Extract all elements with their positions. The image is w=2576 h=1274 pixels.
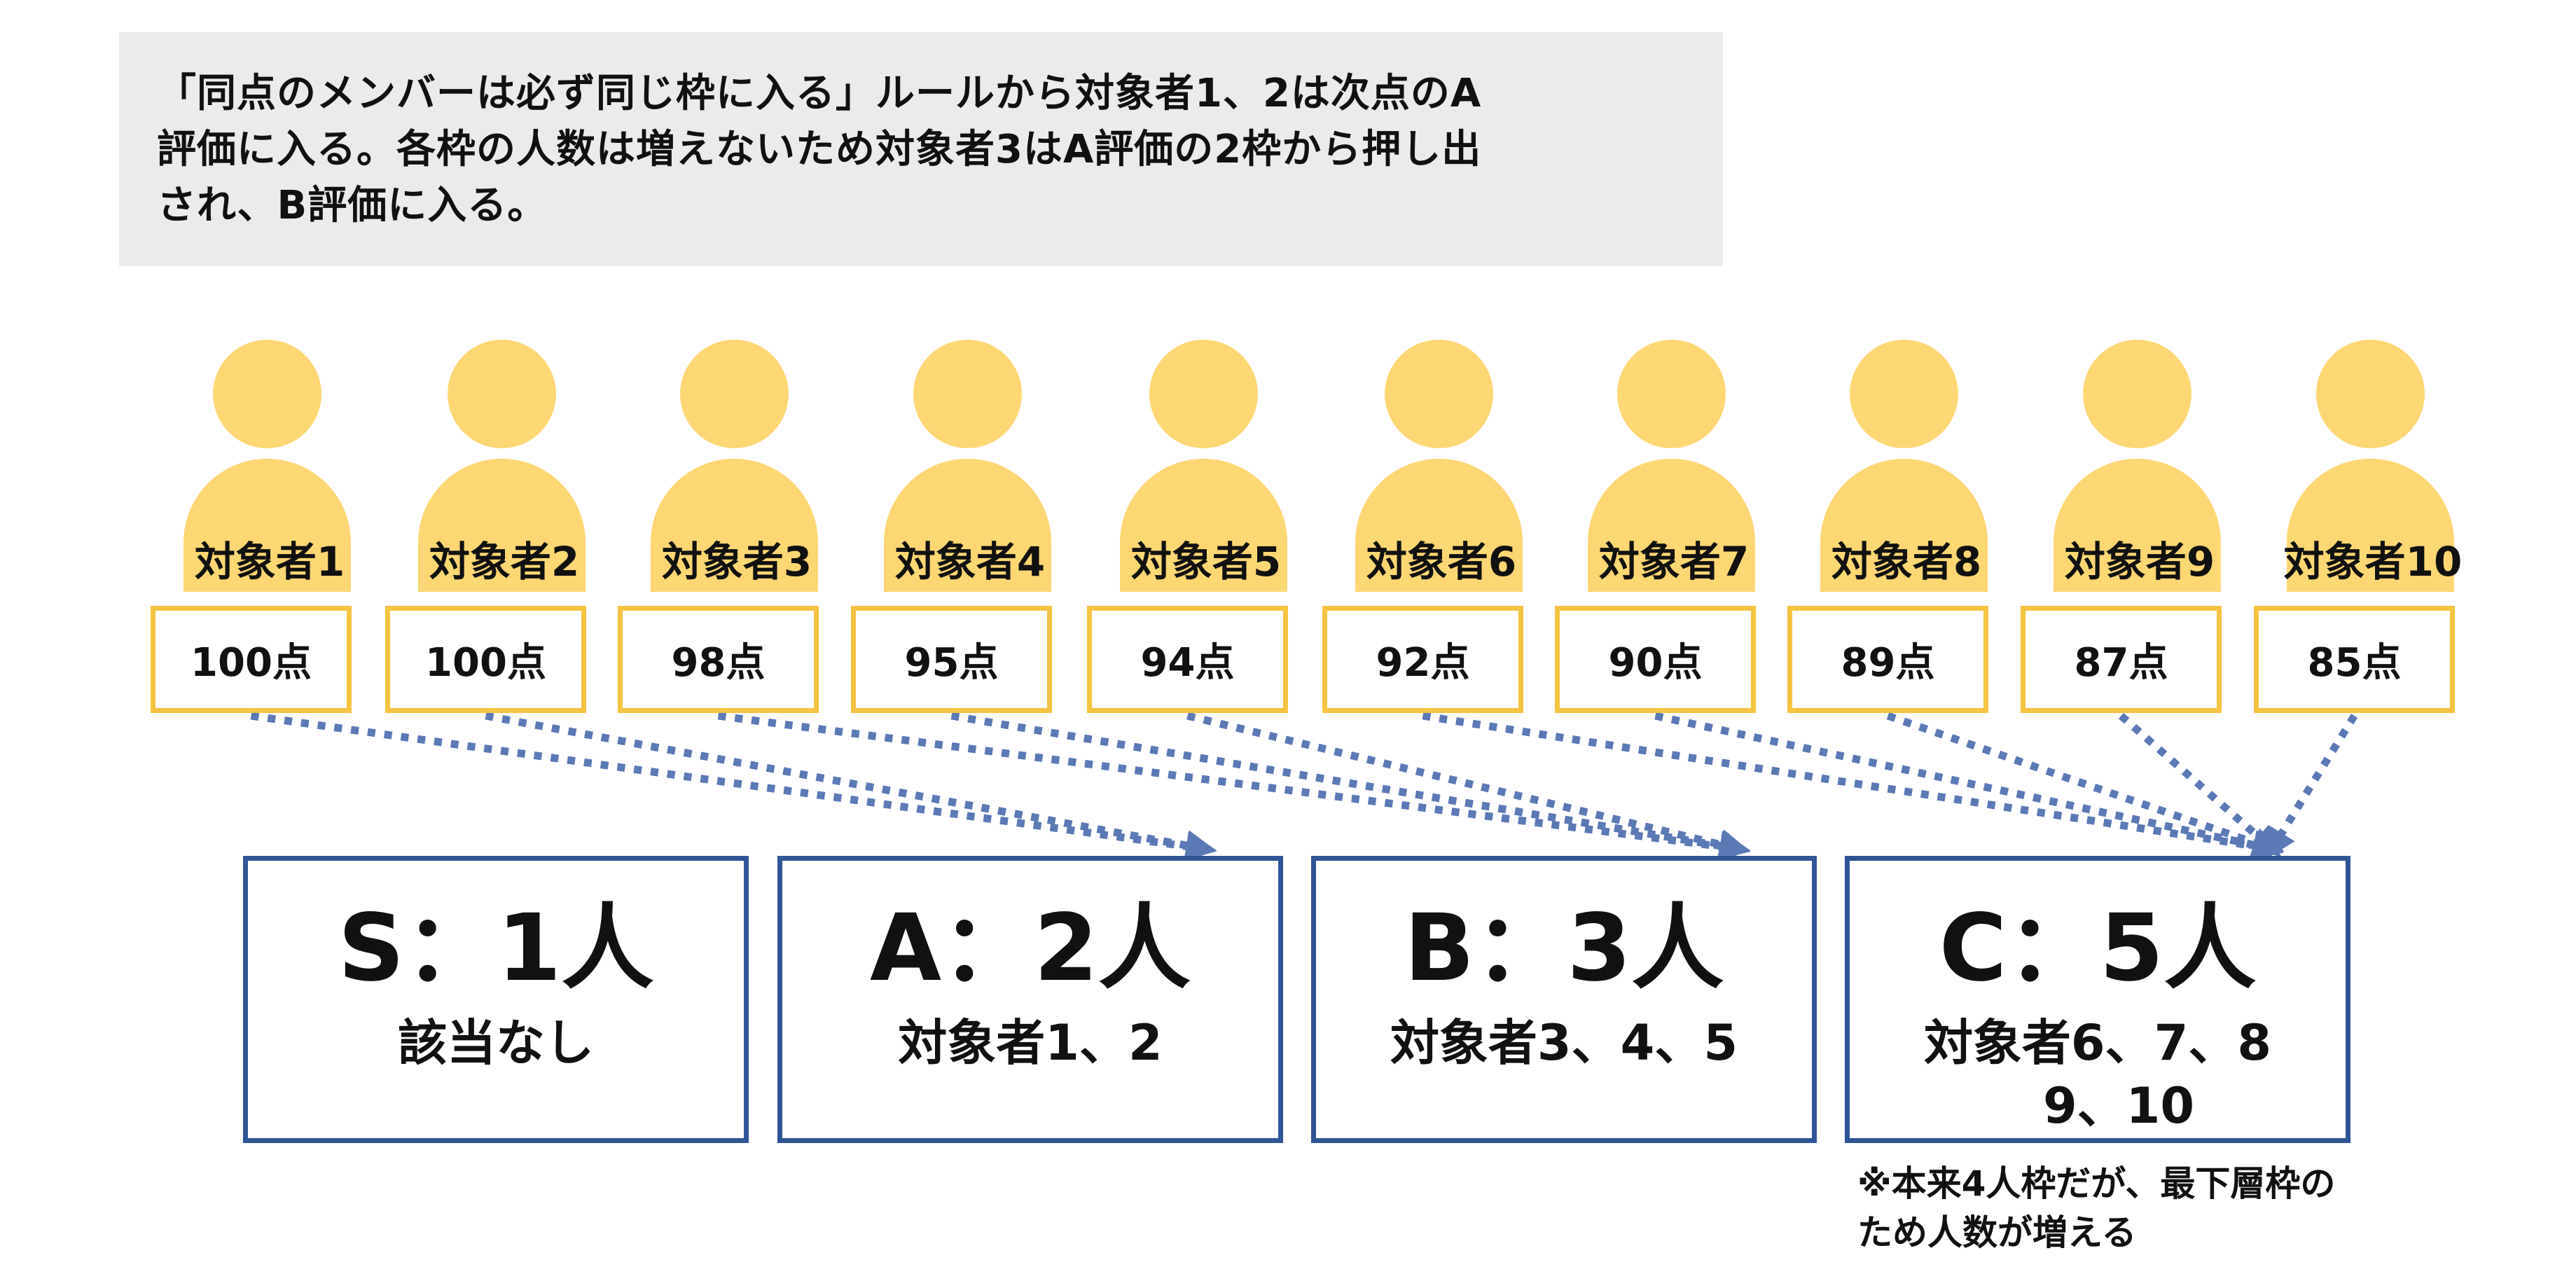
grade-member-line: 対象者1、2 bbox=[898, 1014, 1163, 1072]
person-icon-body bbox=[1820, 459, 1988, 592]
arrow-8-to-c bbox=[1886, 712, 2284, 858]
grade-members: 対象者1、2 bbox=[782, 1011, 1278, 1074]
person-icon-head bbox=[448, 340, 556, 448]
explanation-note: 「同点のメンバーは必ず同じ枠に入る」ルールから対象者1、2は次点のA 評価に入る… bbox=[119, 32, 1723, 266]
score-box: 94点 bbox=[1087, 606, 1288, 713]
person-label: 対象者1 bbox=[194, 538, 345, 586]
person-icon-head bbox=[1850, 340, 1958, 448]
grade-member-line: 対象者3、4、5 bbox=[1390, 1014, 1738, 1072]
score-box: 85点 bbox=[2254, 606, 2455, 713]
person-label: 対象者8 bbox=[1831, 538, 1982, 586]
score-box: 92点 bbox=[1322, 606, 1523, 713]
person-icon-body bbox=[651, 459, 818, 592]
grade-members: 対象者6、7、8 9、10 bbox=[1850, 1011, 2346, 1137]
score-box: 89点 bbox=[1787, 606, 1988, 713]
footnote-line: ※本来4人枠だが、最下層枠の bbox=[1857, 1163, 2336, 1204]
footnote: ※本来4人枠だが、最下層枠の ため人数が増える bbox=[1857, 1159, 2335, 1257]
note-line-3: され、B評価に入る。 bbox=[157, 183, 548, 228]
person-icon-body bbox=[1588, 459, 1755, 592]
arrow-3-to-b bbox=[717, 712, 1751, 862]
person-icon-body bbox=[884, 459, 1051, 592]
person-label: 対象者10 bbox=[2283, 538, 2463, 586]
person-label: 対象者2 bbox=[429, 538, 580, 586]
person-icon-body bbox=[1355, 459, 1523, 592]
score-box: 90点 bbox=[1555, 606, 1756, 713]
person-icon-head bbox=[1617, 340, 1726, 448]
grade-box-c: C：5人 対象者6、7、8 9、10 bbox=[1845, 856, 2350, 1143]
note-line-2: 評価に入る。各枠の人数は増えないため対象者3はA評価の2枠から押し出 bbox=[157, 127, 1482, 172]
score-box: 98点 bbox=[618, 606, 819, 713]
grade-box-a: A：2人 対象者1、2 bbox=[777, 856, 1283, 1143]
person-label: 対象者7 bbox=[1598, 538, 1750, 586]
grade-box-b: B：3人 対象者3、4、5 bbox=[1311, 856, 1817, 1143]
note-line-1: 「同点のメンバーは必ず同じ枠に入る」ルールから対象者1、2は次点のA bbox=[157, 71, 1482, 116]
score-box: 100点 bbox=[385, 606, 586, 713]
grade-title: S：1人 bbox=[338, 894, 654, 1002]
grade-title: A：2人 bbox=[869, 894, 1191, 1002]
person-icon-body bbox=[1120, 459, 1287, 592]
person-icon-head bbox=[680, 340, 789, 448]
person-icon-body bbox=[418, 459, 586, 592]
person-icon-head bbox=[1385, 340, 1493, 448]
arrow-10-to-c bbox=[2265, 714, 2358, 859]
person-icon-head bbox=[213, 340, 321, 448]
arrow-6-to-c bbox=[1422, 712, 2285, 861]
grade-title: B：3人 bbox=[1404, 894, 1724, 1002]
score-box: 87点 bbox=[2021, 606, 2222, 713]
footnote-line: ため人数が増える bbox=[1857, 1212, 2137, 1253]
grade-member-line: 該当なし bbox=[398, 1014, 594, 1072]
grade-box-s: S：1人 該当なし bbox=[243, 856, 749, 1143]
person-icon-head bbox=[913, 340, 1022, 448]
person-label: 対象者4 bbox=[894, 538, 1046, 586]
score-box: 100点 bbox=[151, 606, 352, 713]
score-box: 95点 bbox=[851, 606, 1052, 713]
arrow-1-to-a bbox=[250, 712, 1217, 862]
person-icon-body bbox=[183, 459, 351, 592]
person-icon-body bbox=[2287, 459, 2454, 592]
person-label: 対象者9 bbox=[2064, 538, 2215, 586]
person-icon-body bbox=[2054, 459, 2221, 592]
grade-member-line: 対象者6、7、8 bbox=[1923, 1014, 2272, 1072]
person-icon-head bbox=[2083, 340, 2191, 448]
person-icon-head bbox=[2316, 340, 2425, 448]
person-label: 対象者3 bbox=[661, 538, 812, 586]
person-label: 対象者6 bbox=[1366, 538, 1517, 586]
grade-title: C：5人 bbox=[1939, 894, 2257, 1002]
arrow-5-to-b bbox=[1186, 712, 1751, 860]
person-label: 対象者5 bbox=[1130, 538, 1282, 586]
person-icon-head bbox=[1149, 340, 1258, 448]
arrow-2-to-a bbox=[485, 712, 1217, 861]
grade-member-line: 9、10 bbox=[2042, 1077, 2195, 1135]
arrow-7-to-c bbox=[1654, 712, 2285, 860]
grade-members: 対象者3、4、5 bbox=[1316, 1011, 1812, 1074]
grade-members: 該当なし bbox=[248, 1011, 744, 1074]
